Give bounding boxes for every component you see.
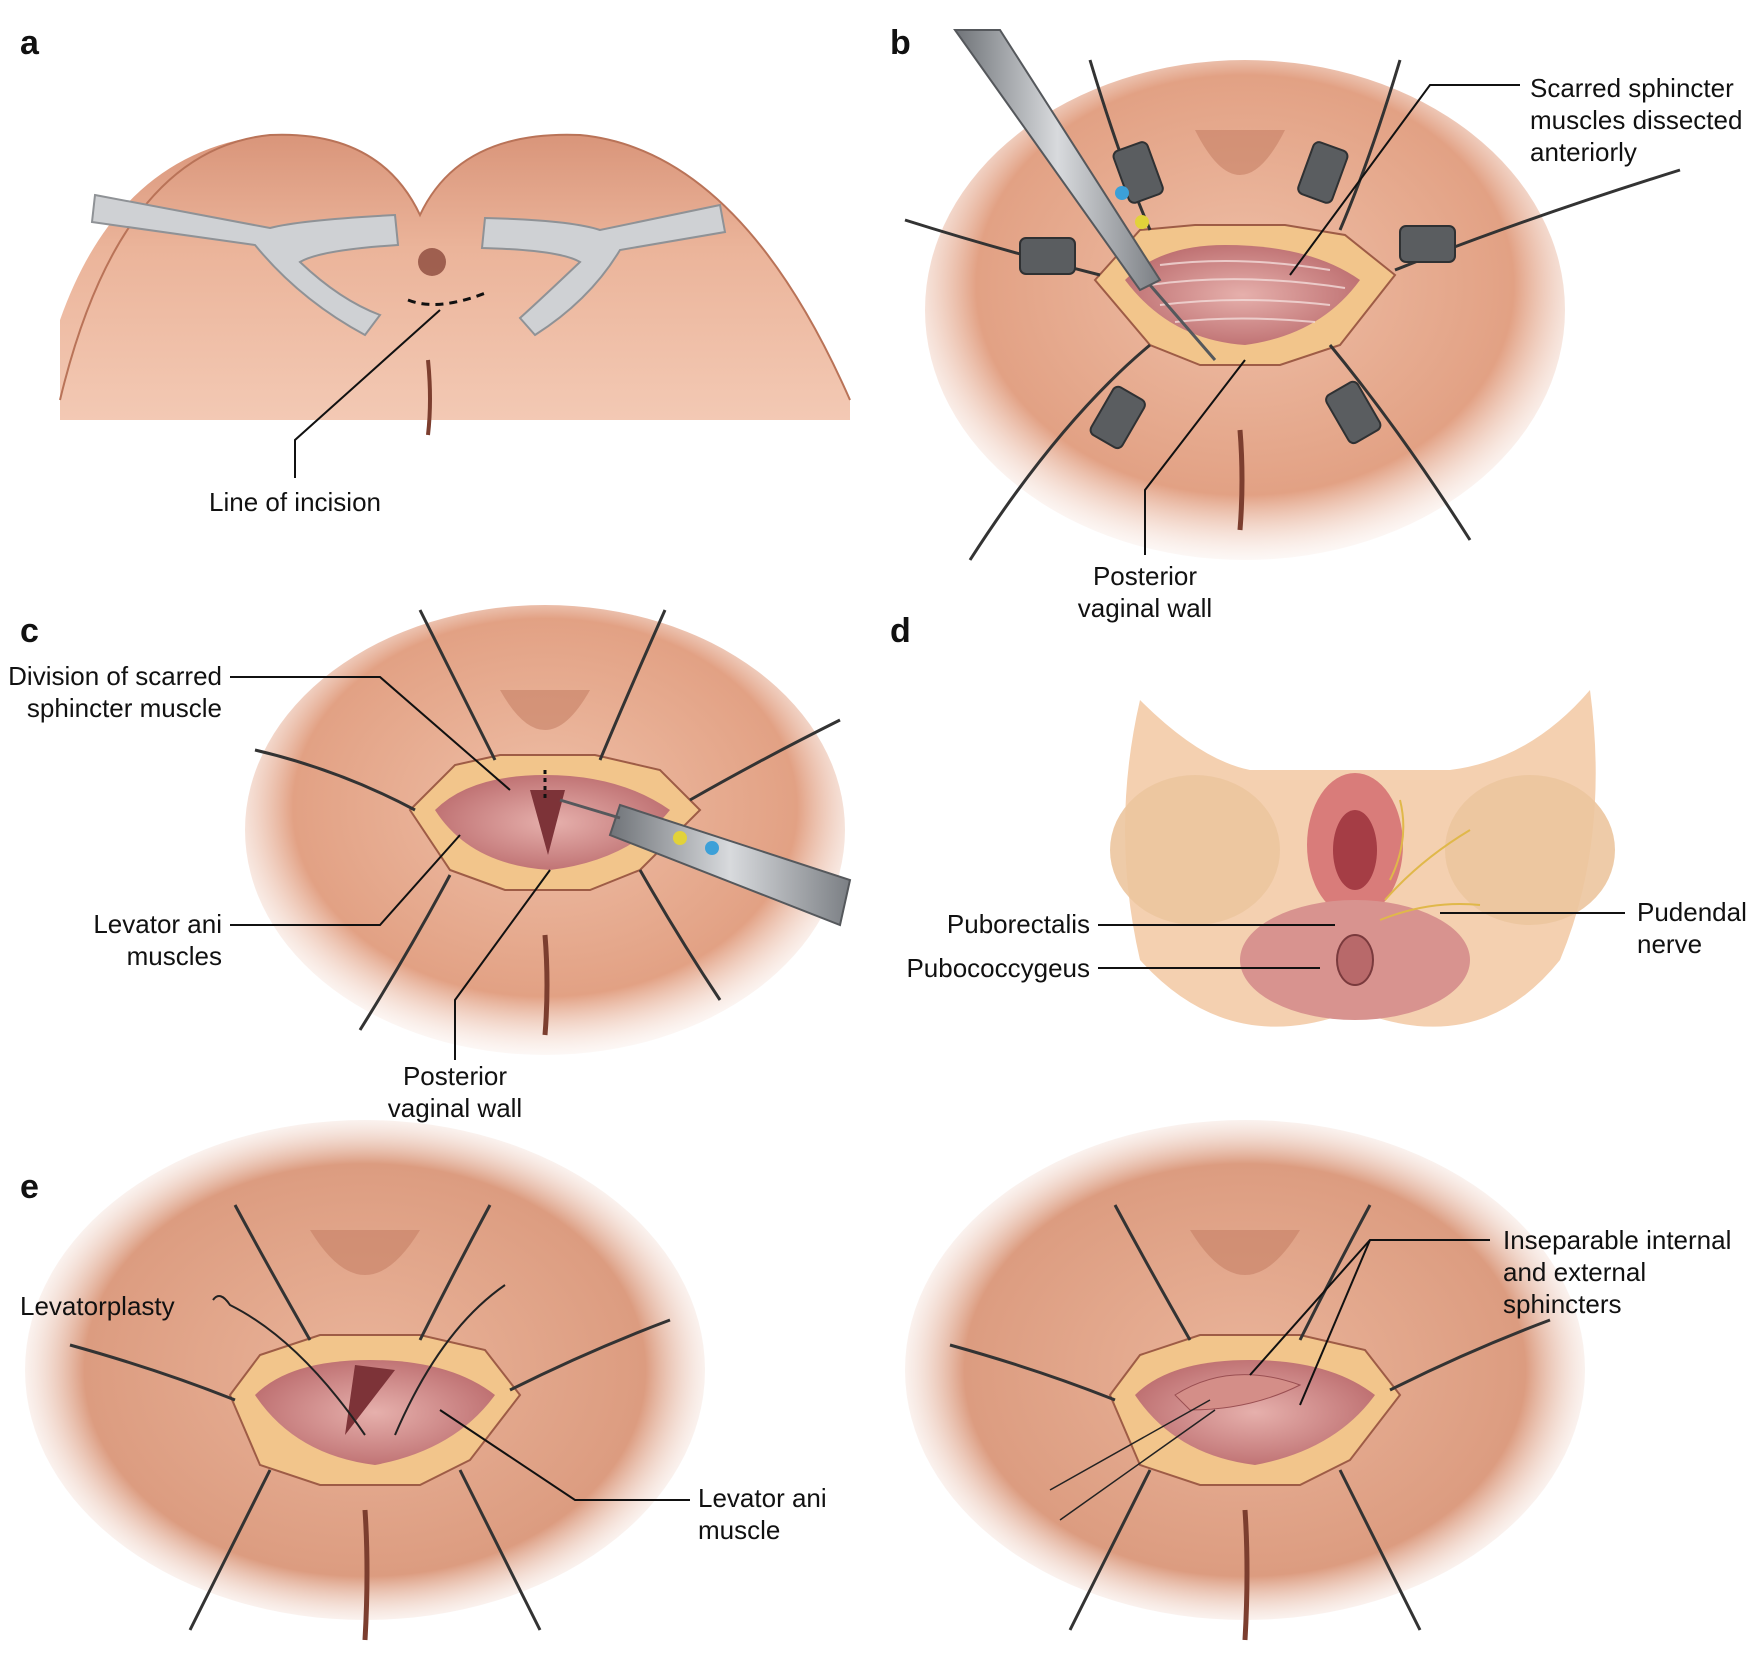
label-division-scarred: Division of scarred sphincter muscle xyxy=(8,661,222,723)
label-pubococcygeus: Pubococcygeus xyxy=(906,953,1090,983)
panel-e-left-drawing xyxy=(25,1120,705,1641)
division-leader-c xyxy=(230,676,511,791)
vaginal-leader-c xyxy=(454,869,551,1060)
instrument-b xyxy=(953,29,1162,292)
label-scarred-sphincter: Scarred sphincter muscles dissected ante… xyxy=(1530,73,1743,167)
panel-letter-a: a xyxy=(20,24,39,62)
panel-c-drawing xyxy=(230,605,852,1060)
anus xyxy=(418,248,446,276)
label-posterior-vaginal-wall-c: Posterior vaginal wall xyxy=(387,1061,523,1123)
incision-line xyxy=(407,290,489,306)
panel-b-drawing xyxy=(904,29,1681,561)
label-levator-ani-muscles: Levator ani muscles xyxy=(93,909,222,971)
panel-letter-c: c xyxy=(20,612,39,650)
incision-leader xyxy=(294,309,441,478)
label-levator-ani-muscle: Levator ani muscle xyxy=(698,1483,827,1545)
label-posterior-vaginal-wall-b: Posterior vaginal wall xyxy=(1077,561,1213,623)
panel-a-drawing xyxy=(59,133,851,478)
buttocks-right xyxy=(420,134,850,420)
label-levatorplasty: Levatorplasty xyxy=(20,1291,175,1321)
vaginal-leader-b xyxy=(1144,359,1246,555)
label-pudendal-nerve: Pudendal nerve xyxy=(1637,897,1747,959)
vulva-cleft xyxy=(426,359,432,436)
panel-letter-b: b xyxy=(890,24,911,62)
panel-e-right-drawing xyxy=(905,1120,1585,1641)
retractor-left xyxy=(90,193,400,337)
inseparable-leader-2 xyxy=(1299,1239,1371,1406)
label-inseparable-sphincters: Inseparable internal and external sphinc… xyxy=(1503,1225,1732,1319)
label-puborectalis: Puborectalis xyxy=(946,909,1090,939)
panel-d-drawing xyxy=(1098,690,1625,1027)
retractor-right xyxy=(480,203,727,337)
scarred-leader-b xyxy=(1289,84,1520,276)
levator-leader-e xyxy=(439,1409,690,1501)
label-line-of-incision: Line of incision xyxy=(209,487,381,517)
levator-leader-c xyxy=(230,834,461,926)
panel-letter-d: d xyxy=(890,612,911,650)
panel-letter-e: e xyxy=(20,1168,39,1206)
instrument-c xyxy=(608,803,852,927)
